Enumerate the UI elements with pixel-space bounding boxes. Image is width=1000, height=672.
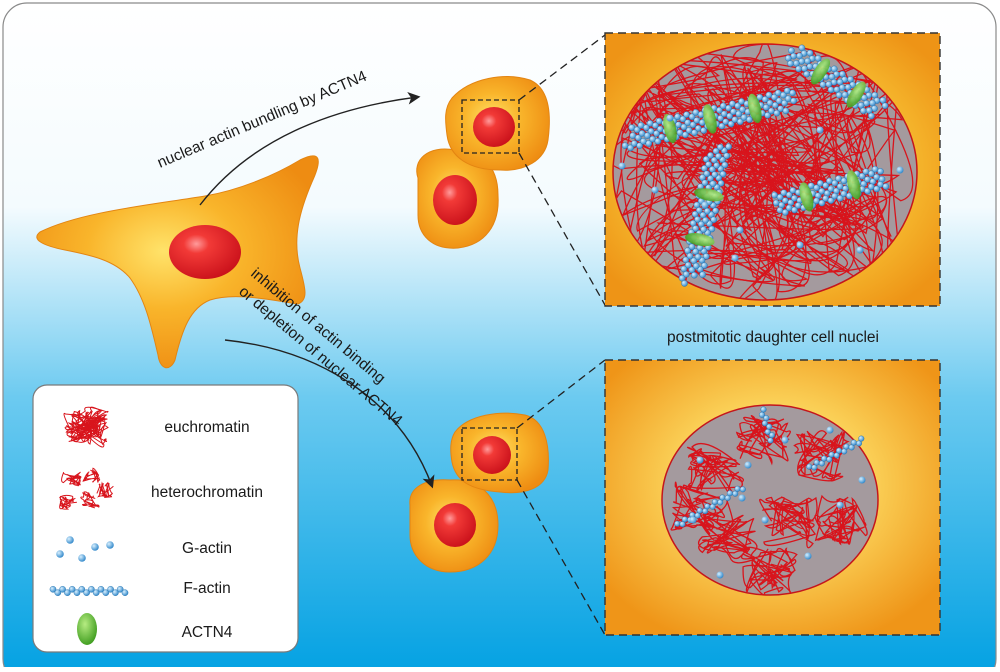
legend-label-actn4: ACTN4 [182, 624, 233, 641]
mother-cell [36, 155, 319, 369]
bottom-daughter-cells [409, 412, 549, 573]
bottom-actin [674, 406, 866, 579]
top-actin-bundles [618, 44, 904, 287]
top-daughter-cells [416, 76, 550, 249]
bottom-zoom-box [461, 427, 518, 481]
legend-label-f-actin: F-actin [183, 580, 230, 597]
euchromatin-icon [63, 406, 109, 448]
top-daughter-nucleus-1 [473, 107, 515, 147]
top-arrow [199, 92, 421, 206]
bottom-daughter-nucleus-2 [434, 503, 476, 547]
legend-label-euchromatin: euchromatin [164, 419, 249, 436]
legend: euchromatin heterochromatin G-actin F-ac… [32, 384, 299, 653]
actn4-icon [77, 613, 97, 645]
top-nucleus-panel [604, 32, 941, 307]
bottom-nucleus-panel [604, 359, 941, 636]
projection-lines [516, 34, 606, 636]
top-zoom-box [461, 99, 520, 154]
panels-caption: postmitotic daughter cell nuclei [667, 329, 879, 346]
bottom-arrow [224, 339, 435, 489]
bottom-heterochromatin [670, 415, 868, 595]
bottom-daughter-nucleus-1 [473, 436, 511, 474]
legend-box [32, 384, 299, 653]
heterochromatin-icon [59, 467, 114, 510]
mother-cell-nucleus [169, 225, 241, 279]
g-actin-icon [56, 536, 114, 562]
legend-label-g-actin: G-actin [182, 540, 232, 557]
f-actin-icon [49, 586, 129, 597]
top-daughter-nucleus-2 [433, 175, 477, 225]
legend-label-heterochromatin: heterochromatin [151, 484, 263, 501]
